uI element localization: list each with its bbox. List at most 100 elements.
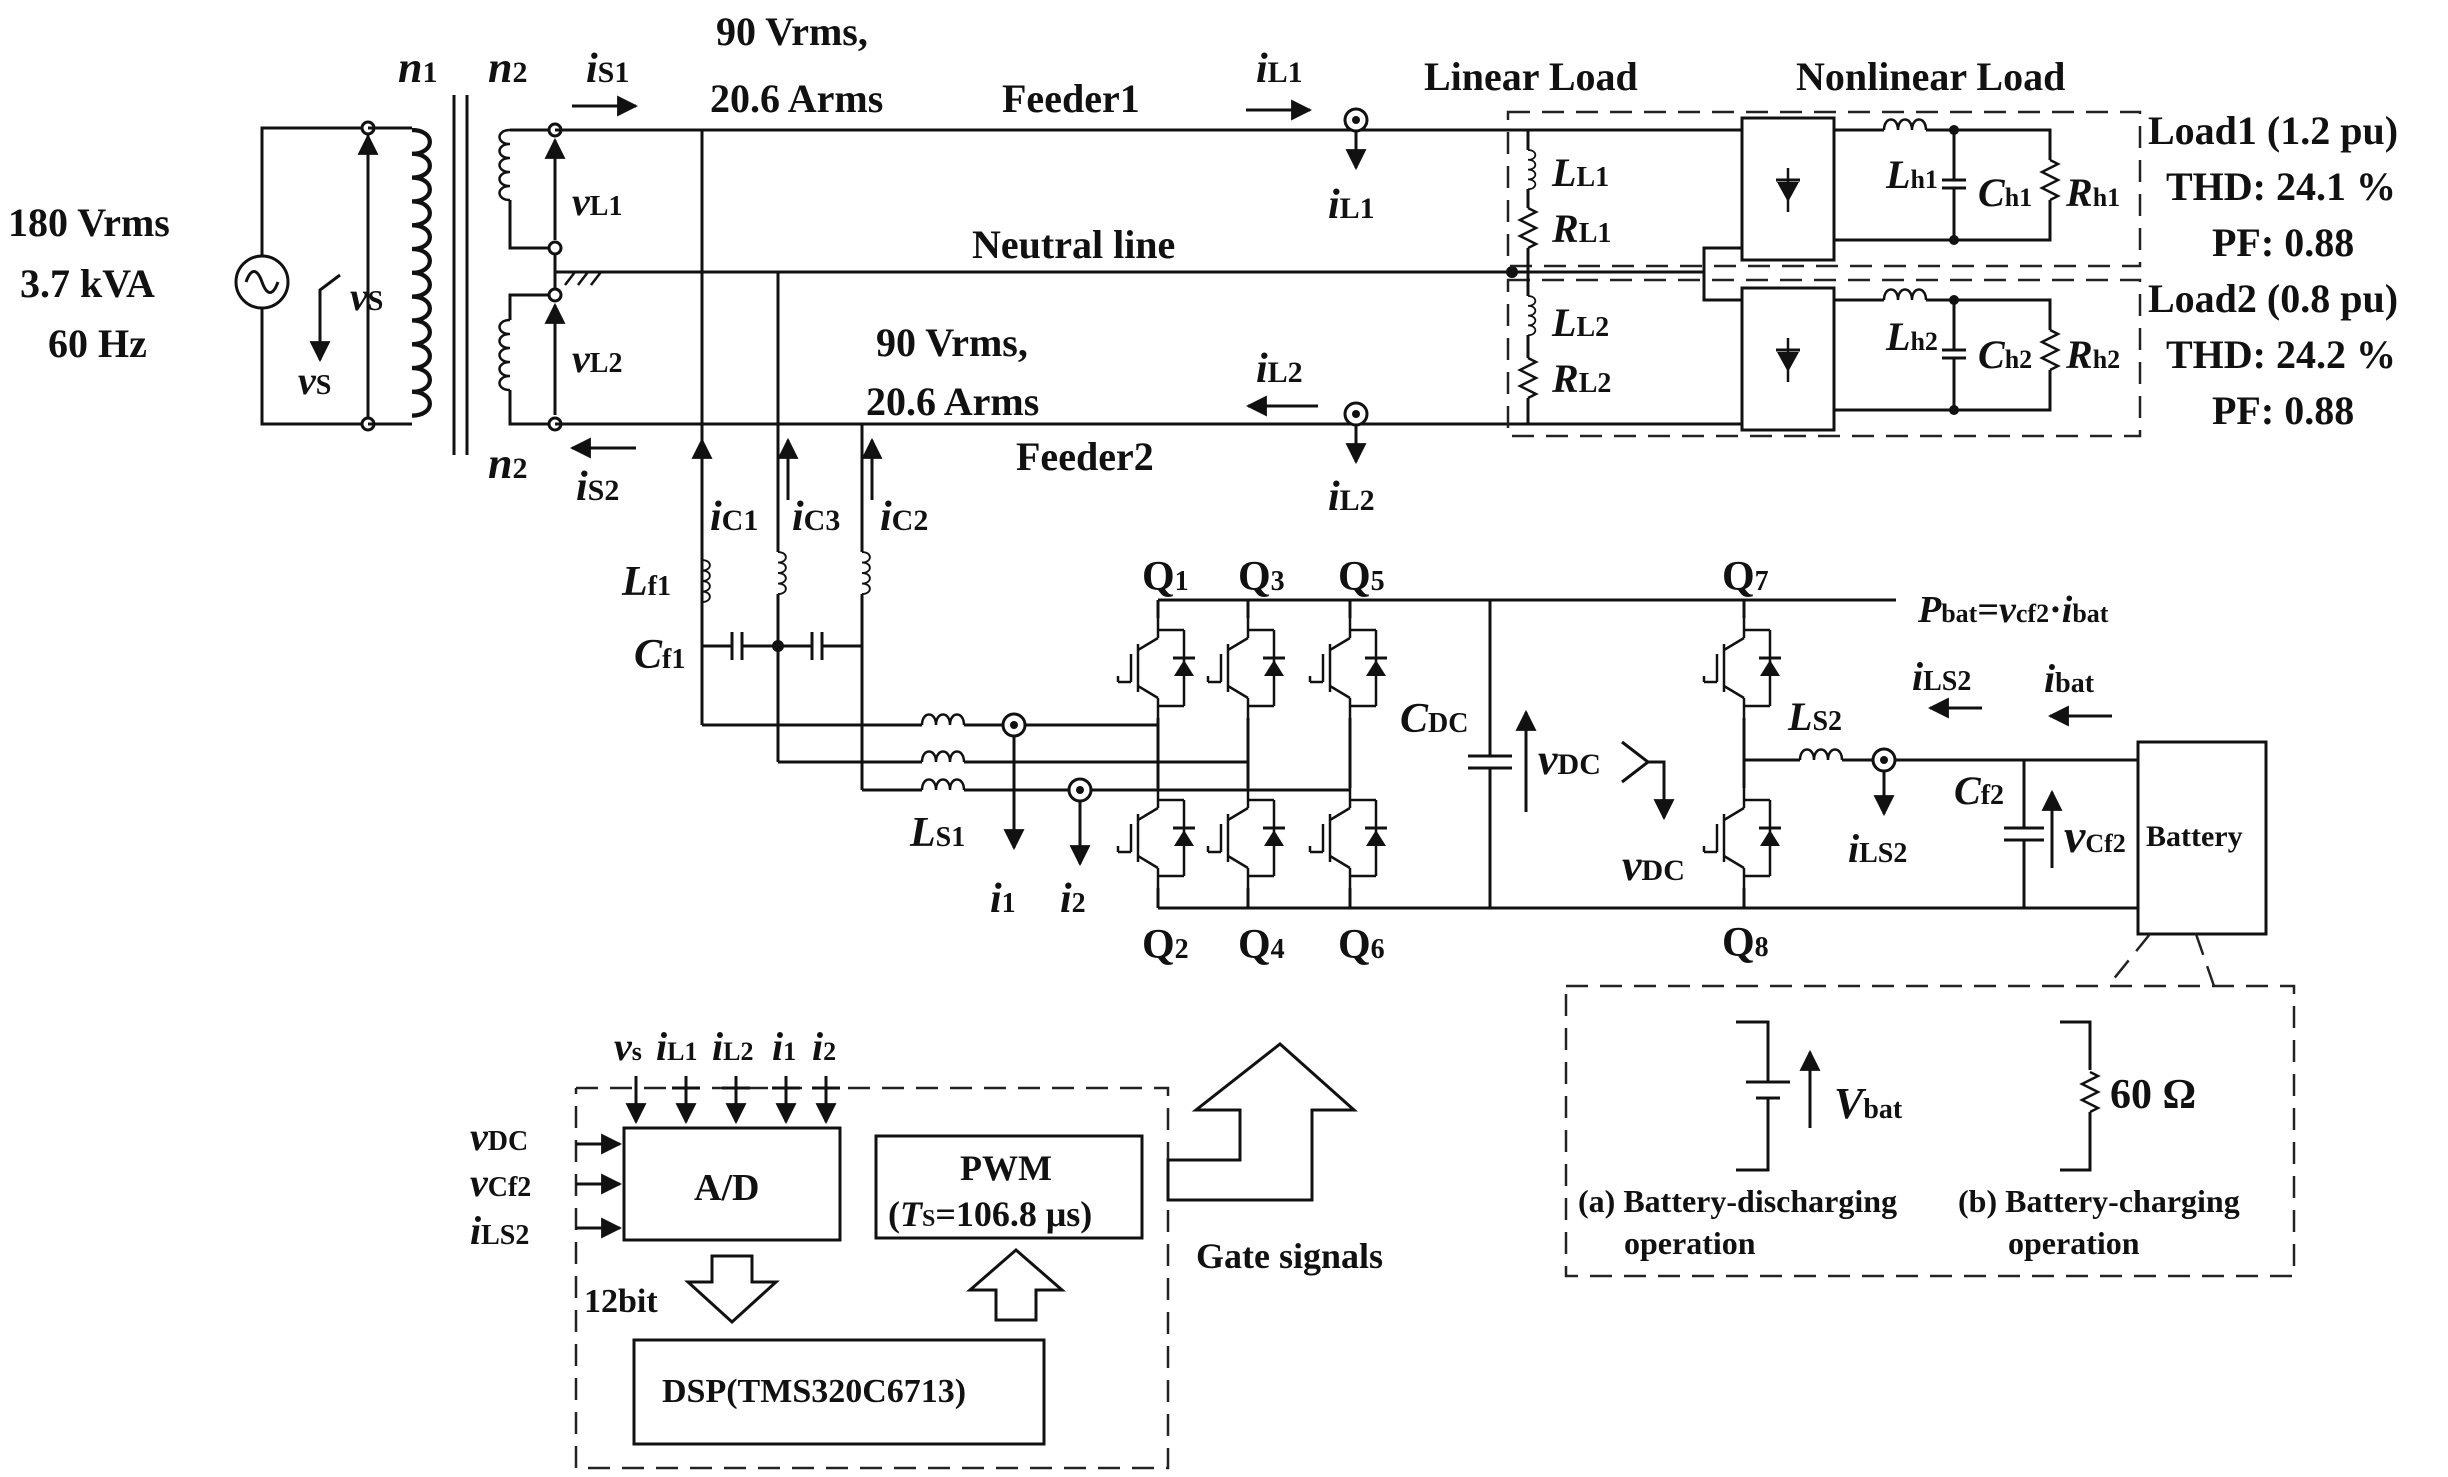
- Q3-label: Q3: [1238, 554, 1285, 600]
- linear-load-1: [1518, 130, 1538, 272]
- iLS2-label-top: iLS2: [1912, 654, 1971, 699]
- neutral-line-label: Neutral line: [972, 222, 1175, 267]
- linear-load-2: [1518, 272, 1538, 424]
- feeder2-label: Feeder2: [1016, 434, 1154, 479]
- load2-thd: THD: 24.2 %: [2166, 332, 2396, 377]
- feeder-wiring: [555, 95, 1518, 725]
- dsp-block: [632, 1338, 1046, 1446]
- ctrl-in-vs: vs: [614, 1024, 642, 1069]
- mode-b-line1: (b) Battery-charging: [1958, 1183, 2240, 1219]
- Lf1-label: Lf1: [621, 559, 671, 605]
- Lh1-label: Lh1: [1885, 152, 1938, 197]
- battery-label: Battery: [2146, 820, 2243, 853]
- Rh1-label: Rh1: [2065, 170, 2120, 215]
- ctrl-in-iL1: iL1: [656, 1024, 697, 1069]
- Q6-label: Q6: [1338, 922, 1385, 968]
- feeder2-voltage: 90 Vrms,: [876, 320, 1028, 365]
- Q5-label: Q5: [1338, 554, 1385, 600]
- RL1-label: RL1: [1551, 206, 1611, 251]
- Q8-label: Q8: [1722, 920, 1769, 966]
- battery-box: [2136, 740, 2268, 936]
- Q4-label: Q4: [1238, 922, 1285, 968]
- battery-modes-inset: [1564, 933, 2296, 1278]
- feeder2-current: 20.6 Arms: [866, 379, 1039, 424]
- pwm-block: [874, 1134, 1144, 1240]
- ctrl-in-i1: i1: [772, 1024, 796, 1069]
- iC1-label: iC1: [710, 494, 758, 540]
- ctrl-in-vdc: vDC: [470, 1114, 528, 1159]
- iL2-label-sensor: iL2: [1328, 474, 1375, 520]
- Lh2-label: Lh2: [1885, 314, 1938, 359]
- ibat-label: ibat: [2044, 656, 2095, 701]
- iS1-label: iS1: [586, 46, 629, 92]
- pwm-label: PWM: [960, 1148, 1052, 1188]
- Q1-label: Q1: [1142, 554, 1189, 600]
- ac-source: [234, 120, 412, 432]
- load1-name: Load1 (1.2 pu): [2148, 108, 2398, 153]
- gate-signals-label: Gate signals: [1196, 1236, 1383, 1276]
- pwm-period: (TS=106.8 μs): [888, 1194, 1092, 1234]
- Cf1-label: Cf1: [634, 632, 685, 678]
- mode-a-line2: operation: [1624, 1225, 1756, 1261]
- control-system: [574, 1042, 1358, 1470]
- mode-b-line2: operation: [2008, 1225, 2140, 1261]
- n1-label: n1: [398, 43, 437, 92]
- load2-pf: PF: 0.88: [2212, 388, 2354, 433]
- i2-label: i2: [1060, 876, 1086, 922]
- nonlinear-load-title: Nonlinear Load: [1796, 54, 2065, 99]
- iL1-label-sensor: iL1: [1328, 182, 1375, 228]
- mode-a-line1: (a) Battery-discharging: [1578, 1183, 1897, 1219]
- iC2-label: iC2: [880, 494, 928, 540]
- ctrl-in-i2: i2: [812, 1024, 836, 1069]
- transformer: [411, 95, 610, 455]
- linear-load-title: Linear Load: [1424, 54, 1638, 99]
- ad-block: [622, 1126, 842, 1242]
- LL2-label: LL2: [1551, 300, 1609, 345]
- vCf2-label: vCf2: [2064, 810, 2126, 863]
- source-voltage-symbol-1: vS: [350, 274, 383, 319]
- LS2-label: LS2: [1787, 694, 1842, 739]
- vdc-star-label: vDC: [1622, 841, 1685, 890]
- load1-thd: THD: 24.1 %: [2166, 164, 2396, 209]
- load1-boundary: [1506, 110, 2142, 268]
- resistor-value: 60 Ω: [2110, 1072, 2196, 1118]
- ctrl-in-vcf2: vCf2: [470, 1160, 531, 1205]
- n2-label-bottom: n2: [488, 439, 527, 488]
- Q7-label: Q7: [1722, 554, 1769, 600]
- load2-boundary: [1506, 278, 2142, 438]
- ctrl-in-iL2: iL2: [712, 1024, 753, 1069]
- iL2-label-top: iL2: [1256, 346, 1303, 392]
- Cdc-label: CDC: [1400, 696, 1468, 742]
- vL1-label: vL1: [572, 179, 622, 224]
- RL2-label: RL2: [1551, 356, 1611, 401]
- load1-pf: PF: 0.88: [2212, 220, 2354, 265]
- ad-label: A/D: [694, 1167, 759, 1209]
- Ch2-label: Ch2: [1978, 332, 2032, 377]
- source-voltage-symbol-2: vS: [298, 358, 331, 403]
- feeder1-voltage: 90 Vrms,: [716, 9, 868, 54]
- iLS2-label-sensor: iLS2: [1848, 826, 1907, 871]
- rectifier-2: [1512, 270, 2060, 432]
- Ch1-label: Ch1: [1978, 170, 2032, 215]
- LL1-label: LL1: [1551, 150, 1609, 195]
- source-voltage: 180 Vrms: [8, 200, 170, 245]
- LS1-label: LS1: [909, 810, 965, 856]
- Rh2-label: Rh2: [2065, 332, 2120, 377]
- iC3-label: iC3: [792, 494, 840, 540]
- dsp-label: DSP(TMS320C6713): [662, 1373, 966, 1410]
- inverter-bridge: [1116, 598, 2268, 936]
- source-frequency: 60 Hz: [48, 321, 147, 366]
- bits-label: 12bit: [584, 1283, 658, 1320]
- Q2-label: Q2: [1142, 922, 1189, 968]
- ctrl-in-ils2: iLS2: [470, 1208, 529, 1253]
- i1-label: i1: [990, 876, 1016, 922]
- iL1-label-top: iL1: [1256, 46, 1303, 92]
- filter-branches: [691, 437, 1350, 867]
- vbat-label: Vbat: [1834, 1079, 1903, 1128]
- n2-label-top: n2: [488, 43, 527, 92]
- vdc-label: vDC: [1538, 735, 1601, 784]
- feeder1-current: 20.6 Arms: [710, 76, 883, 121]
- pbat-equation: Pbat=vcf2·ibat: [1917, 589, 2109, 631]
- load2-name: Load2 (0.8 pu): [2148, 276, 2398, 321]
- iS2-label: iS2: [576, 464, 619, 510]
